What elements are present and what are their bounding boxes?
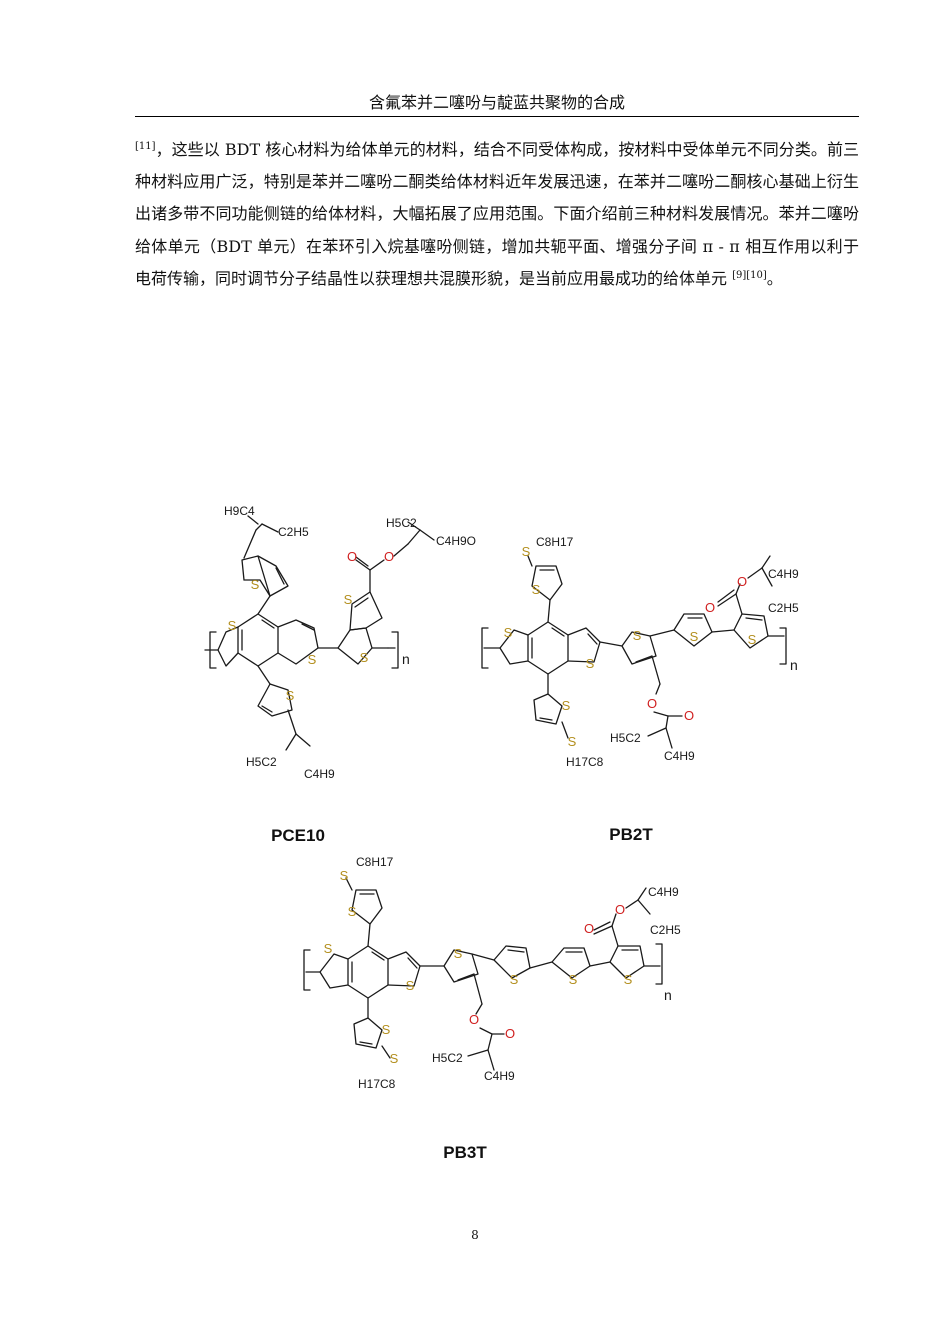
substituent-label: H5C2	[246, 755, 277, 769]
oxygen-atom: O	[737, 574, 747, 589]
sulfur-atom: S	[504, 625, 513, 640]
sulfur-atom: S	[568, 734, 577, 749]
sulfur-atom: S	[633, 628, 642, 643]
pce10-structure	[204, 515, 435, 751]
sulfur-atom: S	[348, 904, 357, 919]
paragraph-end: 。	[766, 268, 783, 288]
citation-11: [11]	[135, 141, 156, 152]
polymer-name-pb3t: PB3T	[443, 1143, 487, 1162]
oxygen-atom: O	[615, 902, 625, 917]
substituent-label: C4H9	[484, 1069, 515, 1083]
substituent-label: H9C4	[224, 504, 255, 518]
sulfur-atom: S	[586, 656, 595, 671]
sulfur-atom: S	[344, 592, 353, 607]
repeat-unit-n: n	[402, 651, 410, 667]
sulfur-atom: S	[360, 650, 369, 665]
sulfur-atom: S	[308, 652, 317, 667]
citation-9-10: [9][10]	[732, 269, 767, 281]
substituent-label: H5C2	[432, 1051, 463, 1065]
substituent-label: C2H5	[278, 525, 309, 539]
substituent-label: C4H9	[304, 767, 335, 781]
oxygen-atom: O	[347, 549, 357, 564]
sulfur-atom: S	[690, 629, 699, 644]
sulfur-atom: S	[324, 941, 333, 956]
substituent-label: H5C2	[610, 731, 641, 745]
sulfur-atom: S	[569, 972, 578, 987]
oxygen-atom: O	[505, 1026, 515, 1041]
sulfur-atom: S	[522, 544, 531, 559]
substituent-label: C8H17	[356, 855, 394, 869]
substituent-label: C4H9O	[436, 534, 476, 548]
sulfur-atom: S	[390, 1051, 399, 1066]
header-title: 含氟苯并二噻吩与靛蓝共聚物的合成	[368, 93, 625, 112]
paragraph-text: ，这些以 BDT 核心材料为给体单元的材料，结合不同受体构成，按材料中受体单元不…	[135, 140, 859, 288]
oxygen-atom: O	[384, 549, 394, 564]
oxygen-atom: O	[705, 600, 715, 615]
oxygen-atom: O	[469, 1012, 479, 1027]
repeat-unit-n: n	[790, 657, 798, 673]
substituent-label: C2H5	[768, 601, 799, 615]
sulfur-atom: S	[454, 946, 463, 961]
substituent-label: H5C2	[386, 516, 417, 530]
sulfur-atom: S	[382, 1022, 391, 1037]
substituent-label: H17C8	[358, 1077, 396, 1091]
sulfur-atom: S	[286, 688, 295, 703]
substituent-label: C2H5	[650, 923, 681, 937]
sulfur-atom: S	[340, 868, 349, 883]
substituent-label: C4H9	[768, 567, 799, 581]
substituent-label: C4H9	[664, 749, 695, 763]
body-paragraph: [11]，这些以 BDT 核心材料为给体单元的材料，结合不同受体构成，按材料中受…	[135, 134, 859, 295]
sulfur-atom: S	[748, 632, 757, 647]
pb3t-structure	[303, 877, 663, 1071]
polymer-name-pb2t: PB2T	[609, 825, 653, 844]
polymer-name-pce10: PCE10	[271, 826, 325, 845]
sulfur-atom: S	[228, 618, 237, 633]
oxygen-atom: O	[647, 696, 657, 711]
substituent-label: H17C8	[566, 755, 604, 769]
pb2t-structure	[481, 555, 787, 749]
sulfur-atom: S	[406, 978, 415, 993]
sulfur-atom: S	[532, 582, 541, 597]
sulfur-atom: S	[562, 698, 571, 713]
sulfur-atom: S	[510, 972, 519, 987]
running-header: 含氟苯并二噻吩与靛蓝共聚物的合成	[135, 90, 859, 117]
sulfur-atom: S	[251, 577, 260, 592]
substituent-label: C8H17	[536, 535, 574, 549]
oxygen-atom: O	[684, 708, 694, 723]
repeat-unit-n: n	[664, 987, 672, 1003]
oxygen-atom: O	[584, 921, 594, 936]
page-number: 8	[471, 1228, 479, 1242]
sulfur-atom: S	[624, 972, 633, 987]
substituent-label: C4H9	[648, 885, 679, 899]
